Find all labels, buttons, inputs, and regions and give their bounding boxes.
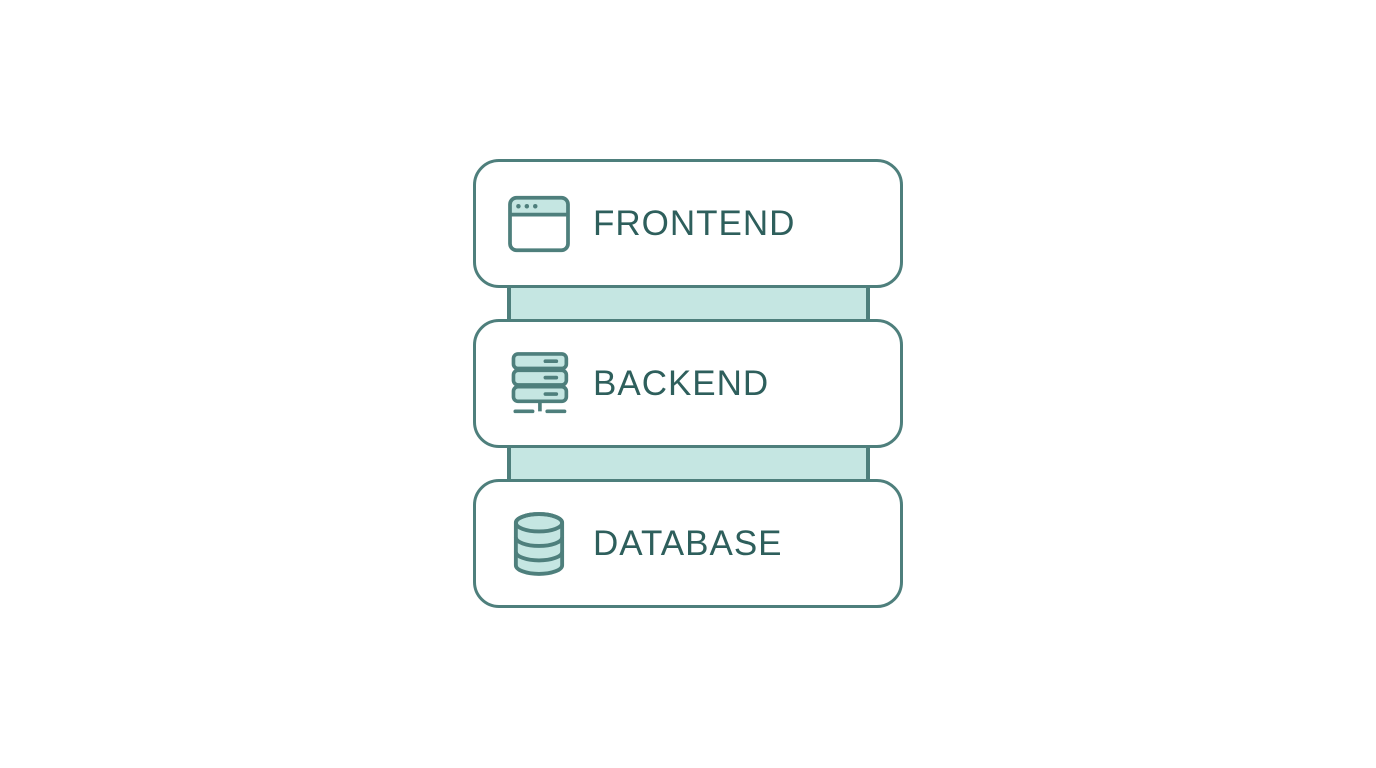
node-database: DATABASE: [473, 479, 903, 608]
node-backend-label: BACKEND: [593, 363, 770, 403]
database-cylinder-icon: [507, 510, 571, 578]
node-backend: BACKEND: [473, 319, 903, 448]
connector-frontend-backend: [506, 288, 870, 319]
architecture-stack: FRONTEND BACKEND: [473, 159, 903, 608]
node-frontend-label: FRONTEND: [593, 203, 796, 243]
browser-window-icon: [507, 190, 571, 258]
node-frontend: FRONTEND: [473, 159, 903, 288]
node-database-label: DATABASE: [593, 523, 783, 563]
connector-backend-database: [506, 448, 870, 479]
server-rack-icon: [507, 350, 571, 418]
